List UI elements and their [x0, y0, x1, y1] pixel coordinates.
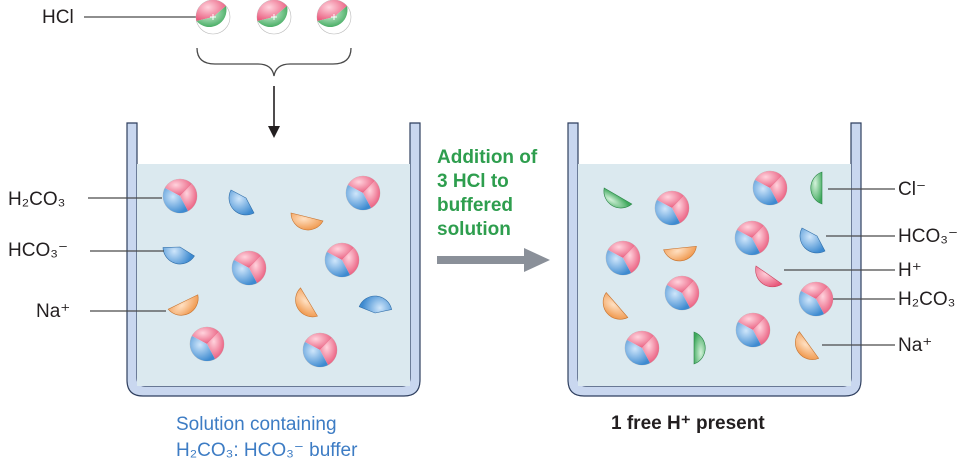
h2co3-molecule [735, 312, 771, 348]
label-h-right: H⁺ [898, 260, 922, 281]
process-arrow-shaft [437, 256, 527, 264]
h2co3-molecule [189, 326, 225, 362]
h2co3-molecule [231, 250, 267, 286]
process-arrow-head [524, 248, 550, 272]
arrow-text-line4: solution [437, 219, 511, 240]
hcl-molecule [316, 0, 352, 35]
label-h2co3-left: H₂CO₃ [8, 189, 65, 210]
h2co3-molecule [302, 332, 338, 368]
arrow-text-line1: Addition of [437, 147, 538, 168]
h2co3-molecule [162, 178, 198, 214]
h2co3-molecule [734, 220, 770, 256]
hcl-molecule [256, 0, 292, 35]
caption-left-line1: Solution containing [176, 414, 337, 435]
h2co3-molecule [664, 275, 700, 311]
h2co3-molecule [324, 242, 360, 278]
caption-left-line2: H₂CO₃: HCO₃⁻ buffer [176, 440, 358, 461]
h2co3-molecule [798, 281, 834, 317]
h2co3-molecule [752, 170, 788, 206]
label-hco3-left: HCO₃⁻ [8, 240, 68, 261]
hcl-label: HCl [42, 7, 74, 28]
h2co3-molecule [345, 175, 381, 211]
arrow-text-line2: 3 HCl to [437, 171, 509, 192]
label-cl-right: Cl⁻ [898, 179, 926, 200]
hcl-molecule [195, 0, 231, 35]
brace [196, 47, 352, 77]
label-na-right: Na⁺ [898, 335, 932, 356]
down-arrow-head [268, 126, 280, 138]
label-hco3-right: HCO₃⁻ [898, 226, 958, 247]
caption-right: 1 free H⁺ present [611, 413, 765, 434]
h2co3-molecule [624, 330, 660, 366]
label-h2co3-right: H₂CO₃ [898, 289, 955, 310]
label-na-left: Na⁺ [36, 301, 70, 322]
h2co3-molecule [605, 240, 641, 276]
h2co3-molecule [654, 190, 690, 226]
arrow-text-line3: buffered [437, 195, 513, 216]
